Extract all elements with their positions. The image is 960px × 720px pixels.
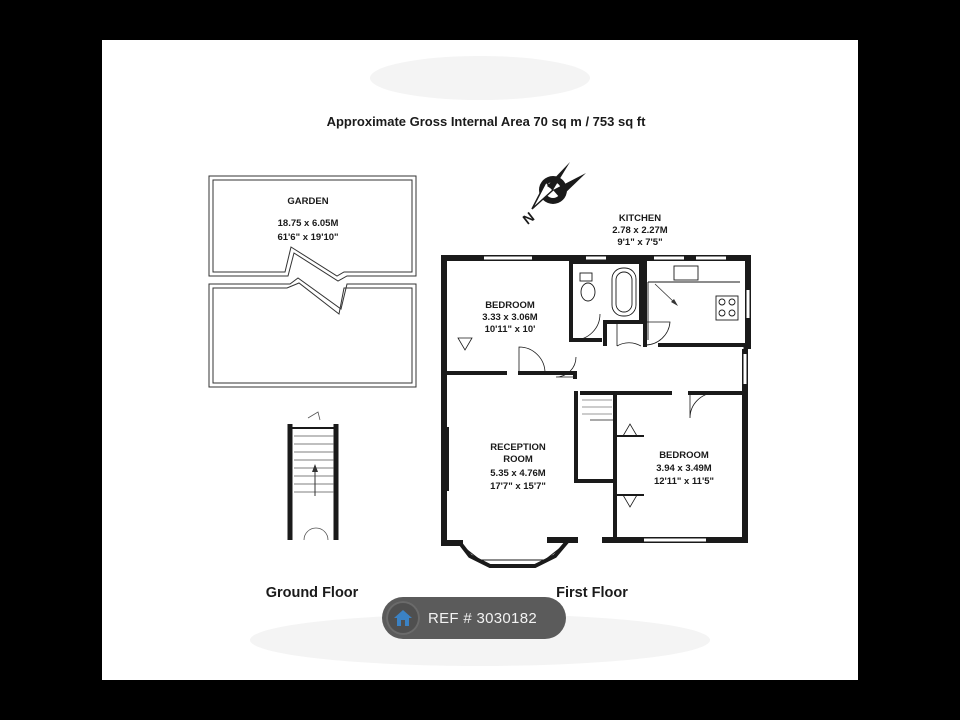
bedroom1-imperial: 10'11" x 10'	[485, 324, 536, 335]
ref-number: REF # 3030182	[428, 609, 537, 627]
garden-metric: 18.75 x 6.05M	[278, 218, 339, 229]
reception-imperial: 17'7" x 15'7"	[490, 481, 546, 492]
ref-badge[interactable]: REF # 3030182	[382, 597, 566, 639]
kitchen-name: KITCHEN	[619, 213, 661, 224]
ground-floor-stair	[287, 411, 339, 541]
bedroom2-imperial: 12'11" x 11'5"	[654, 476, 714, 487]
bedroom2-metric: 3.94 x 3.49M	[656, 463, 712, 474]
ground-floor-label: Ground Floor	[266, 585, 359, 601]
garden-area	[208, 175, 417, 388]
garden-name: GARDEN	[287, 196, 328, 207]
bedroom1-metric: 3.33 x 3.06M	[482, 312, 538, 323]
kitchen-metric: 2.78 x 2.27M	[612, 225, 668, 236]
window-frames	[484, 255, 751, 543]
area-title: Approximate Gross Internal Area 70 sq m …	[327, 114, 647, 129]
reception-name-line1: RECEPTION	[490, 442, 546, 453]
fixtures	[579, 265, 740, 340]
north-label: N	[519, 209, 537, 228]
first-floor-label: First Floor	[556, 585, 628, 601]
reception-metric: 5.35 x 4.76M	[490, 468, 546, 479]
kitchen-arrow-head	[671, 299, 678, 306]
floor-plan-drawing: Approximate Gross Internal Area 70 sq m …	[208, 56, 751, 666]
kitchen-imperial: 9'1" x 7'5"	[617, 237, 662, 248]
first-floor-walls	[441, 255, 751, 568]
bedroom2-name: BEDROOM	[659, 450, 709, 461]
reception-name-line2: ROOM	[503, 454, 533, 465]
garden-imperial: 61'6" x 19'10"	[277, 232, 338, 243]
floor-plan-image: Approximate Gross Internal Area 70 sq m …	[102, 40, 858, 680]
doors	[457, 313, 716, 508]
home-icon	[386, 601, 420, 635]
compass-icon: N	[519, 162, 586, 228]
bedroom1-name: BEDROOM	[485, 300, 535, 311]
watermark	[250, 56, 710, 666]
windows	[484, 256, 750, 542]
